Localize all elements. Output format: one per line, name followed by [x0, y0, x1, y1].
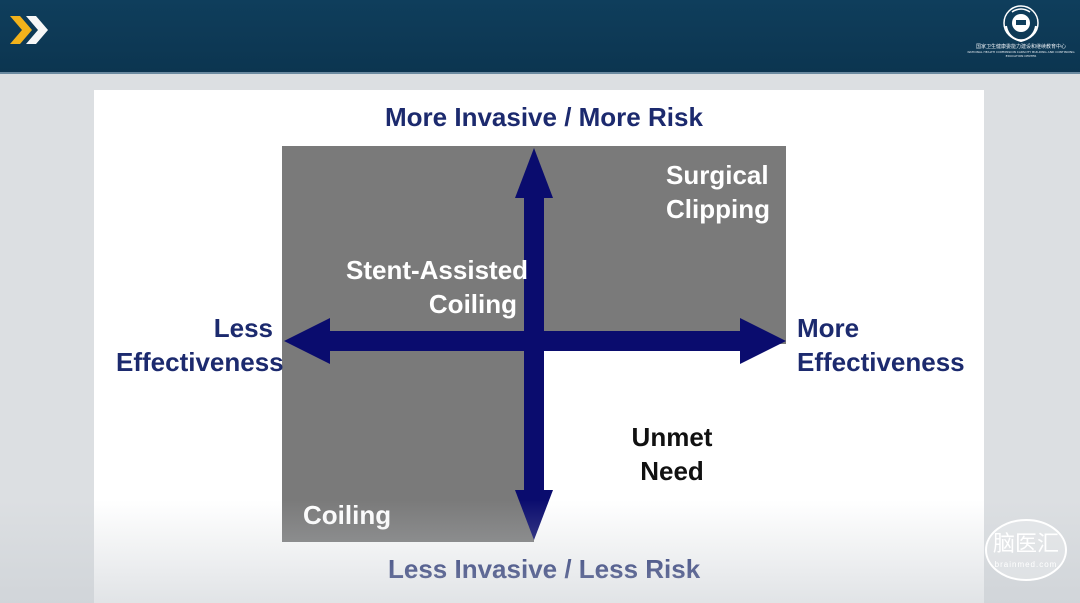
watermark-text: 脑医汇	[992, 532, 1059, 557]
quadrant-top-right	[534, 146, 786, 344]
axis-right-label-line2: Effectiveness	[797, 347, 965, 377]
quadrant-label-unmet-need: Unmet Need	[630, 420, 714, 488]
arrow-head-right	[740, 318, 786, 364]
axis-left-label: Less Effectiveness	[116, 311, 284, 379]
axis-left-label-line1: Less	[213, 313, 273, 343]
chevron-right-icon	[10, 16, 48, 44]
axis-top-label: More Invasive / More Risk	[385, 102, 703, 132]
quadrant-label-stent-assisted-coiling: Stent-Assisted Coiling	[346, 253, 529, 321]
quadrant-label-coiling: Coiling	[303, 500, 392, 530]
axis-right-label-line1: More	[797, 313, 860, 343]
quadrant-top-left	[282, 146, 534, 344]
stent-line1: Stent-Assisted	[346, 255, 529, 285]
unmet-line2: Need	[640, 456, 704, 486]
axis-left-label-line2: Effectiveness	[116, 347, 284, 377]
axis-right-label: More Effectiveness	[797, 311, 965, 379]
org-name-cn: 国家卫生健康委能力建设和继续教育中心	[975, 44, 1066, 50]
header-bar: 国家卫生健康委能力建设和继续教育中心 NATIONAL HEALTH COMMI…	[0, 0, 1080, 74]
watermark-badge-icon	[985, 519, 1067, 581]
unmet-line1: Unmet	[631, 422, 713, 452]
quadrant-label-surgical-clipping: Surgical Clipping	[666, 158, 770, 226]
org-name-text: 国家卫生健康委能力建设和继续教育中心 NATIONAL HEALTH COMMI…	[962, 44, 1080, 58]
watermark-subtext: brainmed.com	[994, 560, 1058, 569]
emblem-logo-icon	[1003, 5, 1039, 43]
axis-bottom-label: Less Invasive / Less Risk	[388, 554, 701, 584]
surgical-line2: Clipping	[666, 194, 770, 224]
watermark-logo: 脑医汇 brainmed.com	[984, 518, 1068, 582]
stent-line2: Coiling	[428, 289, 517, 319]
surgical-line1: Surgical	[666, 160, 769, 190]
org-name-en: NATIONAL HEALTH COMMISSION CAPACITY BUIL…	[967, 50, 1075, 58]
arrow-head-left	[284, 318, 330, 364]
arrow-head-up	[515, 148, 553, 198]
